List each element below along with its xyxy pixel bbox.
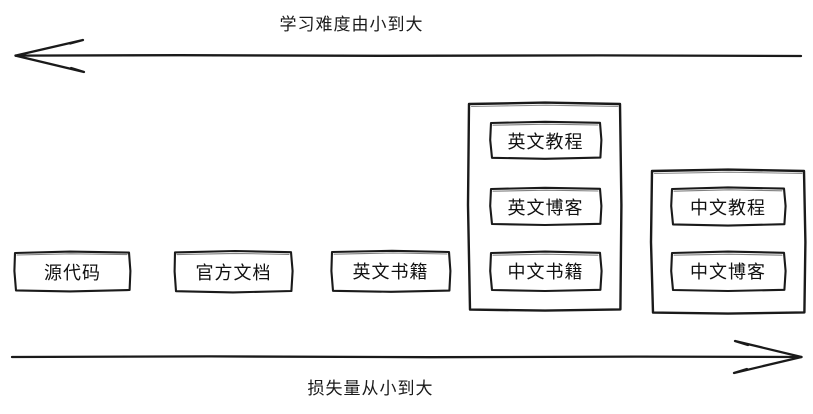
box-group2-item-1 (670, 250, 787, 293)
node-label-chinese-books: 中文书籍 (507, 262, 584, 283)
node-label-english-tutorials: 英文教程 (507, 131, 584, 153)
box-item-1 (173, 249, 294, 294)
node-label-chinese-blogs: 中文博客 (690, 262, 766, 283)
top-axis-label: 学习难度由小到大 (279, 15, 424, 35)
box-group1-item-1 (489, 186, 603, 227)
group-2-container (649, 168, 807, 315)
box-group1-item-0 (489, 120, 603, 160)
node-label-english-blogs: 英文博客 (507, 197, 584, 219)
box-item-2 (330, 249, 452, 293)
box-item-0 (13, 250, 132, 293)
node-label-source-code: 源代码 (44, 262, 101, 284)
bottom-axis-arrow (10, 339, 803, 375)
node-label-english-books: 英文书籍 (352, 262, 429, 283)
box-group1-item-2 (489, 250, 603, 293)
group-1-container (466, 101, 623, 312)
top-axis-arrow (14, 38, 803, 74)
box-group2-item-0 (670, 186, 787, 227)
node-label-chinese-tutorials: 中文教程 (690, 197, 766, 219)
bottom-axis-label: 损失量从小到大 (307, 379, 434, 399)
node-label-official-docs: 官方文档 (195, 262, 272, 284)
